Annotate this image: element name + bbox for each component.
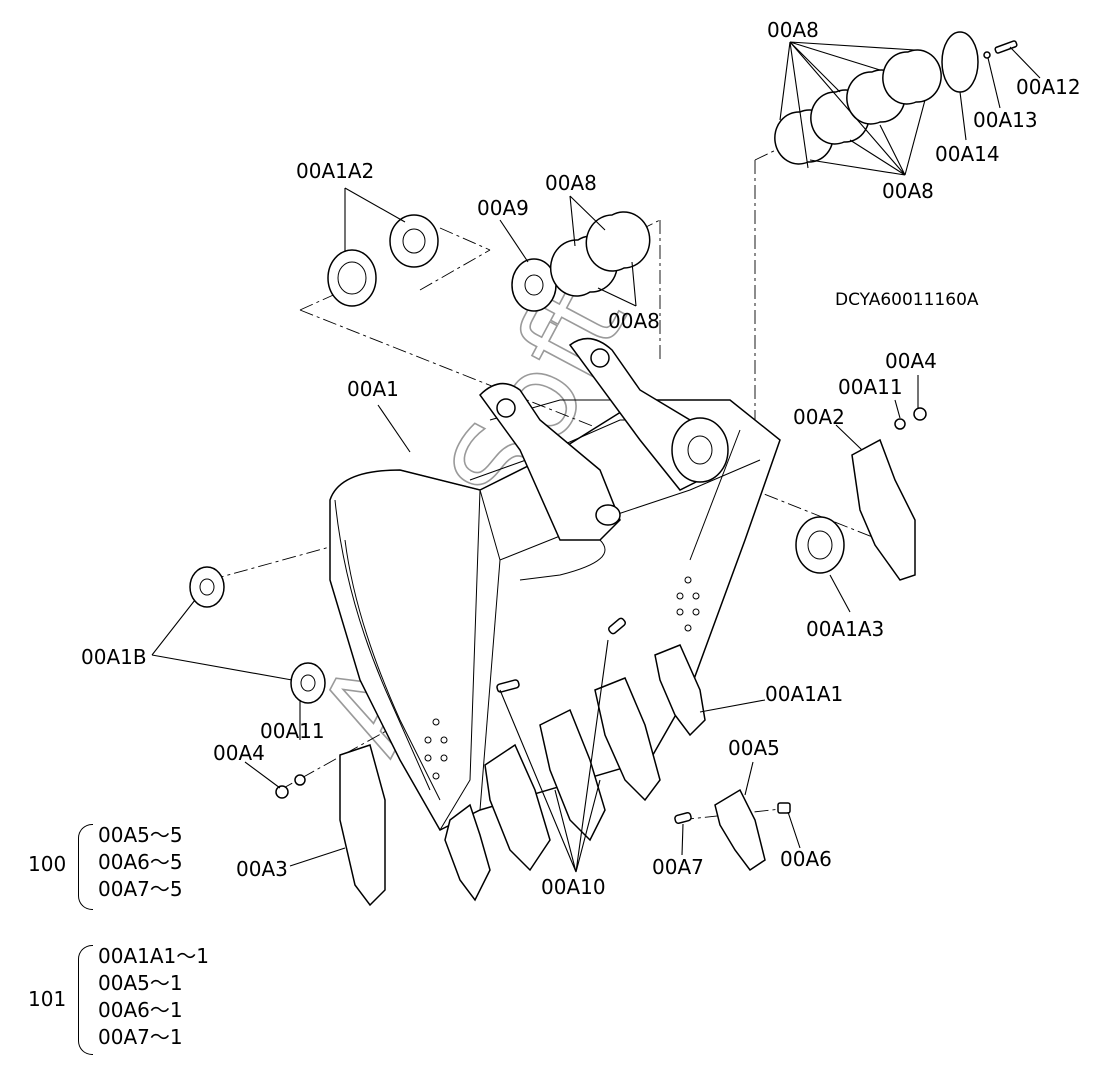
diagram-code: DCYA60011160A — [835, 290, 979, 310]
label-a10: 00A10 — [541, 875, 606, 899]
kit-brace — [78, 945, 93, 1055]
kit-items: 00A5～5 00A6～5 00A7～5 — [98, 822, 183, 903]
kit-item: 00A5～1 — [98, 971, 183, 995]
label-a14: 00A14 — [935, 142, 1000, 166]
label-a1: 00A1 — [347, 377, 399, 401]
bolt-holes-side — [424, 576, 700, 780]
kit-number: 101 — [28, 987, 67, 1011]
kit-item: 00A6～5 — [98, 850, 183, 874]
leader-lines — [151, 41, 1041, 873]
label-a8-right: 00A8 — [882, 179, 934, 203]
kit-group-100: 100 00A5～5 00A6～5 00A7～5 — [28, 822, 228, 914]
kit-item: 00A5～5 — [98, 823, 183, 847]
label-a13: 00A13 — [973, 108, 1038, 132]
label-a5: 00A5 — [728, 736, 780, 760]
kit-group-101: 101 00A1A1～1 00A5～1 00A6～1 00A7～1 — [28, 943, 248, 1058]
label-a1a2: 00A1A2 — [296, 159, 374, 183]
kit-item: 00A1A1～1 — [98, 944, 209, 968]
label-a4-right: 00A4 — [885, 349, 937, 373]
label-a6: 00A6 — [780, 847, 832, 871]
label-a1a3: 00A1A3 — [806, 617, 884, 641]
label-a1b: 00A1B — [81, 645, 147, 669]
bucket-body — [329, 337, 781, 831]
label-a3: 00A3 — [236, 857, 288, 881]
bucket-teeth — [444, 644, 766, 902]
kit-item: 00A7～5 — [98, 877, 183, 901]
label-a1a1: 00A1A1 — [765, 682, 843, 706]
side-cutters — [275, 407, 927, 907]
label-a11-right: 00A11 — [838, 375, 903, 399]
label-a11-left: 00A11 — [260, 719, 325, 743]
callout-labels: 00A8 00A8 00A12 00A13 00A14 00A1A2 00A9 … — [81, 18, 1081, 899]
label-a8-mid-low: 00A8 — [608, 309, 660, 333]
kit-item: 00A6～1 — [98, 998, 183, 1022]
kit-brace — [78, 824, 93, 910]
bushings — [189, 214, 845, 704]
label-a4-left: 00A4 — [213, 741, 265, 765]
label-a9: 00A9 — [477, 196, 529, 220]
label-a7: 00A7 — [652, 855, 704, 879]
label-a8-top: 00A8 — [767, 18, 819, 42]
kit-item: 00A7～1 — [98, 1025, 183, 1049]
label-a2: 00A2 — [793, 405, 845, 429]
tooth-pins — [496, 617, 791, 825]
label-a8-mid: 00A8 — [545, 171, 597, 195]
label-a12: 00A12 — [1016, 75, 1081, 99]
kit-number: 100 — [28, 852, 67, 876]
kit-items: 00A1A1～1 00A5～1 00A6～1 00A7～1 — [98, 943, 209, 1051]
